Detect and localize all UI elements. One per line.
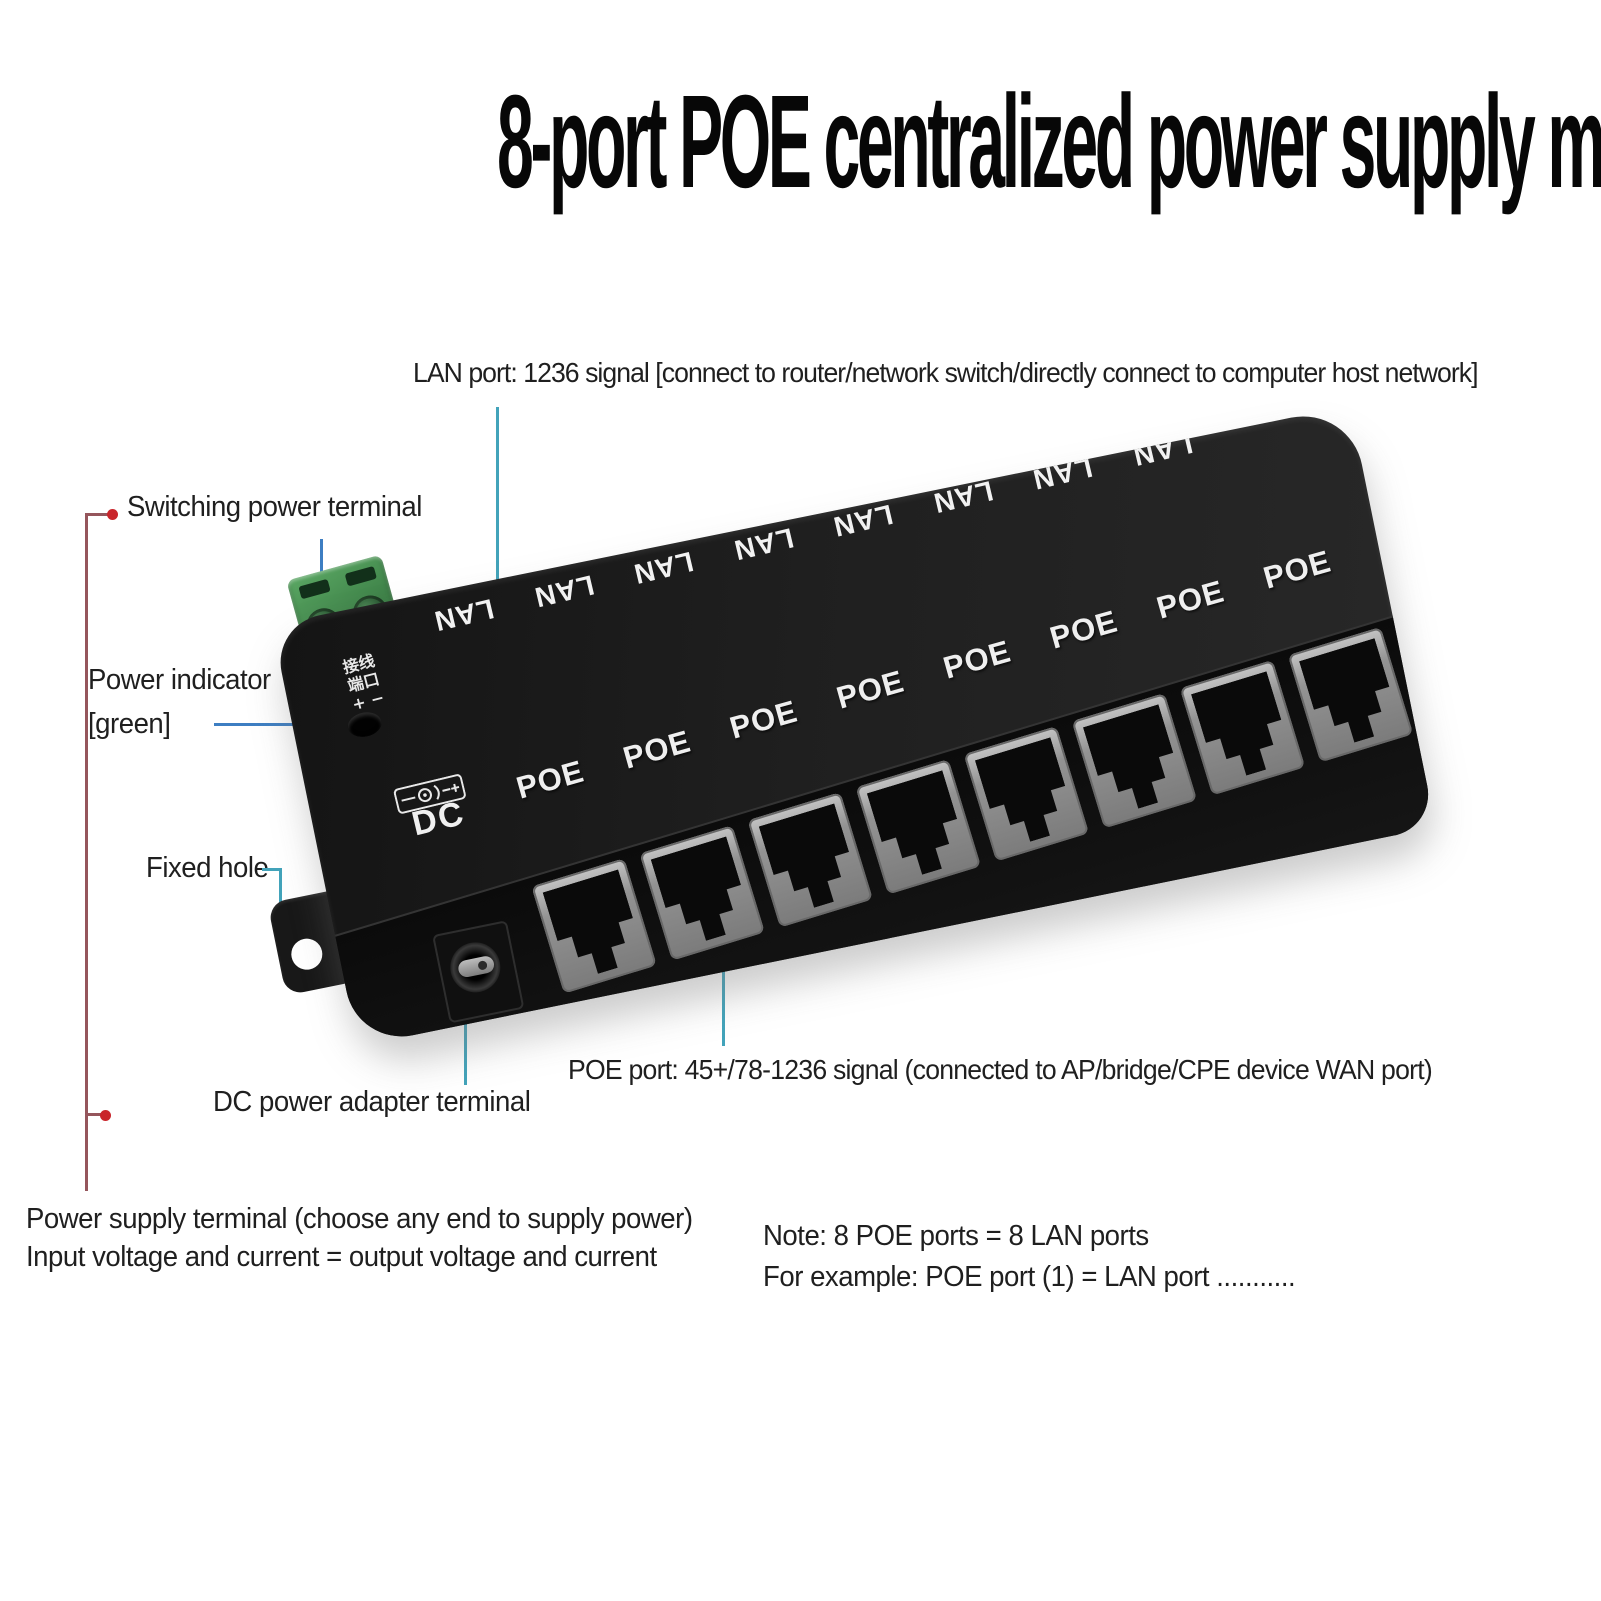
lan-label: LAN xyxy=(630,545,697,590)
poe-leader-line xyxy=(722,928,725,1046)
dc-jack-leader-line xyxy=(464,991,467,1085)
fixed-hole-leader-line-h xyxy=(262,868,282,871)
terminal-slot xyxy=(344,565,377,587)
rj45-jack-opening xyxy=(1083,704,1186,817)
power-indicator-annotation: Power indicator xyxy=(88,664,271,696)
power-supply-note-line2: Input voltage and current = output volta… xyxy=(26,1241,657,1273)
lan-label: LAN xyxy=(430,592,497,638)
poe-label: POE xyxy=(1259,543,1335,596)
power-indicator-annotation-color: [green] xyxy=(88,708,171,740)
lan-label: LAN xyxy=(830,498,897,543)
power-indicator-hole xyxy=(345,709,384,740)
switching-terminal-annotation: Switching power terminal xyxy=(127,491,422,523)
dot-dc-terminal xyxy=(100,1110,111,1121)
dot-switching xyxy=(107,509,118,520)
fixed-hole-annotation: Fixed hole xyxy=(146,852,269,884)
dc-adapter-annotation: DC power adapter terminal xyxy=(213,1086,531,1118)
poe-label: POE xyxy=(939,633,1015,686)
page-title-text: 8-port POE centralized power supply modu… xyxy=(497,68,1601,217)
rj45-jack-opening xyxy=(759,803,862,916)
rj45-jack-opening xyxy=(1191,671,1294,784)
rj45-jack-opening xyxy=(651,836,754,949)
lan-label: LAN xyxy=(730,522,797,567)
dc-polarity-icon xyxy=(393,773,467,815)
bracket-line-top xyxy=(85,513,113,516)
mounting-hole xyxy=(288,935,326,973)
poe-label: POE xyxy=(832,663,909,716)
poe-injector-device: LAN LAN LAN LAN LAN LAN LAN LAN POE POE … xyxy=(267,405,1436,1047)
poe-label: POE xyxy=(725,693,802,746)
terminal-slot xyxy=(298,578,331,600)
lan-leader-line xyxy=(496,407,499,599)
device-body: LAN LAN LAN LAN LAN LAN LAN LAN POE POE … xyxy=(272,405,1436,1047)
lan-label: LAN xyxy=(929,475,996,520)
fixed-hole-leader-line-v xyxy=(279,868,282,924)
ports-note-line1: Note: 8 POE ports = 8 LAN ports xyxy=(763,1220,1149,1252)
rj45-jack-opening xyxy=(1299,638,1402,751)
terminal-label-cn: 接线 端口 + − xyxy=(341,651,386,714)
switching-leader-line xyxy=(320,539,323,585)
bracket-line-vertical xyxy=(85,513,88,1191)
lan-port-annotation: LAN port: 1236 signal [connect to router… xyxy=(413,357,1479,388)
ports-note-line2: For example: POE port (1) = LAN port ...… xyxy=(763,1261,1296,1293)
rj45-jack-opening xyxy=(867,770,970,883)
poe-port-annotation: POE port: 45+/78-1236 signal (connected … xyxy=(568,1054,1433,1085)
page-title: 8-port POE centralized power supply modu… xyxy=(0,66,1601,216)
rj45-jack-opening xyxy=(543,869,646,982)
indicator-leader-line xyxy=(214,723,344,726)
power-supply-note-line1: Power supply terminal (choose any end to… xyxy=(26,1203,693,1235)
lan-label: LAN xyxy=(530,569,597,614)
rj45-jack-opening xyxy=(975,737,1078,850)
lan-label: LAN xyxy=(1029,451,1096,496)
poe-label: POE xyxy=(512,753,588,806)
poe-label: POE xyxy=(1152,573,1229,626)
lan-label: LAN xyxy=(1129,427,1196,472)
poe-label: POE xyxy=(619,723,695,776)
poe-label: POE xyxy=(1046,603,1122,656)
bracket-line-bottom xyxy=(85,1113,105,1116)
